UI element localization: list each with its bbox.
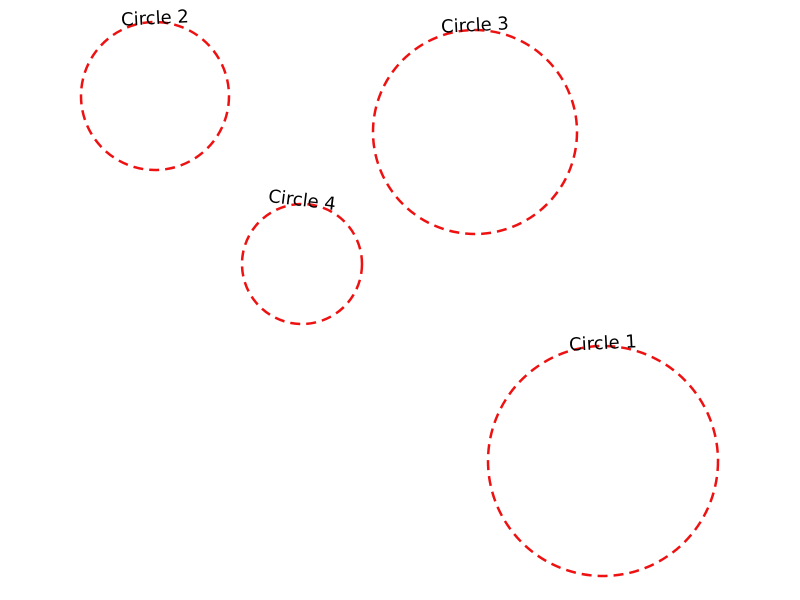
circle-2-shape — [79, 20, 231, 172]
circle-1-label: Circle 1 — [569, 331, 638, 356]
circle-2-group: Circle 2 — [79, 6, 231, 172]
circle-3-group: Circle 3 — [371, 13, 579, 236]
circle-4-shape — [240, 202, 364, 326]
circle-1-group: Circle 1 — [486, 331, 720, 578]
circle-1-shape — [486, 344, 720, 578]
circle-2-label: Circle 2 — [121, 6, 190, 31]
circle-4-group: Circle 4 — [240, 186, 364, 326]
circle-3-label: Circle 3 — [441, 13, 510, 38]
circle-4-label: Circle 4 — [267, 186, 337, 215]
circle-3-shape — [371, 28, 579, 236]
